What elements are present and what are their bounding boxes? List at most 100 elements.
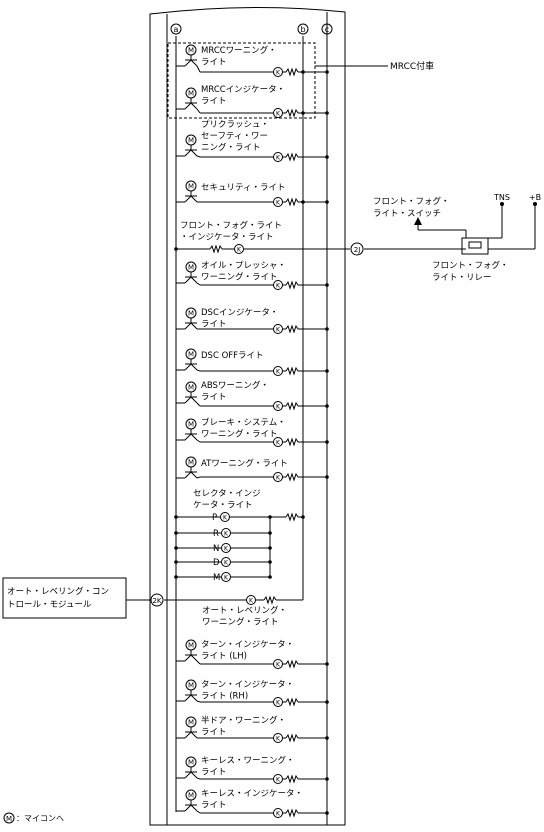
label-dsc-off-line-1: DSC OFFライト xyxy=(201,351,264,361)
svg-text:M: M xyxy=(188,351,194,359)
resistor-at-warning xyxy=(285,472,299,482)
fog-switch-label-1: フロント・フォグ・ xyxy=(373,196,450,207)
svg-text:M: M xyxy=(188,759,194,767)
mrcc-option-box xyxy=(167,42,316,119)
transistor-half-door xyxy=(184,727,198,739)
fog-relay-label-2: ライト・リレー xyxy=(432,273,492,283)
label-dsc-ind-line-1: DSCインジケータ・ xyxy=(201,308,278,318)
label-turn-rh-line-2: ライト (RH) xyxy=(201,692,248,702)
node-c-mrcc-warning xyxy=(325,70,329,74)
selector-letter-D: D xyxy=(213,558,220,568)
resistor-keyless-ind xyxy=(285,808,299,818)
light-row-dsc-off: M K DSC OFFライト xyxy=(176,348,329,376)
transistor-turn-lh xyxy=(184,650,198,662)
label-front-fog-ind-line-1: フロント・フォグ・ライト xyxy=(180,220,282,231)
svg-text:K: K xyxy=(224,560,229,567)
tns-terminal xyxy=(500,202,504,206)
node-c-keyless-warning xyxy=(325,777,329,781)
node-b-tap-2 xyxy=(301,111,305,115)
mrcc-note: MRCC付車 xyxy=(390,60,434,72)
selector-letter-P: P xyxy=(212,513,217,523)
fog-relay-symbol xyxy=(461,237,489,255)
resistor-precrash xyxy=(285,152,299,162)
resistor-abs-warning xyxy=(285,401,299,411)
svg-text:K: K xyxy=(224,546,229,553)
micom-symbol-dsc-off: M xyxy=(185,348,197,360)
micom-symbol-oil-pressure: M xyxy=(185,261,197,273)
node-c-turn-rh xyxy=(325,700,329,704)
label-selector-line-1: セレクタ・インジ xyxy=(193,489,261,499)
svg-text:M: M xyxy=(188,421,194,429)
lamp-half-door: K xyxy=(273,733,283,743)
label-keyless-ind-line-1: キーレス・インジケータ・ xyxy=(201,789,303,799)
label-turn-lh-line-2: ライト (LH) xyxy=(201,652,247,662)
transistor-mrcc-warning xyxy=(184,55,198,67)
micom-symbol-at-warning: M xyxy=(185,456,197,468)
lamp-keyless-ind: K xyxy=(273,808,283,818)
legend: M ：マイコンへ xyxy=(3,812,64,824)
resistor-auto-leveling-wl xyxy=(263,595,277,605)
svg-text:K: K xyxy=(276,70,281,77)
fog-relay-label-1: フロント・フォグ・ xyxy=(432,260,509,271)
micom-symbol-mrcc-indicator: M xyxy=(185,87,197,99)
svg-text:K: K xyxy=(224,531,229,538)
bus-b-label: b xyxy=(297,23,309,35)
label-abs-warning-line-2: ライト xyxy=(201,393,227,403)
connector-2j: 2J xyxy=(350,242,364,256)
svg-text:K: K xyxy=(276,475,281,482)
selector-row-P: KP xyxy=(174,512,305,523)
node-c-oil-pressure xyxy=(325,283,329,287)
micom-symbol-mrcc-warning: M xyxy=(185,44,197,56)
micom-symbol-brake-system: M xyxy=(185,418,197,430)
lamp-dsc-ind: K xyxy=(273,324,283,334)
resistor-oil-pressure xyxy=(285,280,299,290)
lamp-security: K xyxy=(273,197,283,207)
svg-text:：マイコンへ: ：マイコンへ xyxy=(16,814,64,823)
micom-symbol-security: M xyxy=(185,180,197,192)
label-precrash-line-2: セーフティ・ワー xyxy=(201,132,268,142)
lamp-turn-lh: K xyxy=(273,659,283,669)
svg-text:K: K xyxy=(276,662,281,669)
lamp-mrcc-warning: K xyxy=(273,67,283,77)
lamp-selector-M: K xyxy=(221,572,231,582)
node-c-precrash xyxy=(325,155,329,159)
connector-2k: 2K xyxy=(150,593,164,607)
bus-c-label: c xyxy=(321,23,333,35)
svg-text:K: K xyxy=(276,736,281,743)
fog-switch-label-2: ライト・スイッチ xyxy=(373,209,441,219)
svg-text:K: K xyxy=(276,327,281,334)
svg-text:c: c xyxy=(325,25,329,34)
label-half-door-line-2: ライト xyxy=(201,728,227,738)
svg-text:K: K xyxy=(276,369,281,376)
node-c-at-warning xyxy=(325,475,329,479)
lamp-mrcc-indicator: K xyxy=(273,108,283,118)
svg-text:b: b xyxy=(300,25,305,34)
micom-symbol-dsc-ind: M xyxy=(185,307,197,319)
selector-row-N: KN xyxy=(174,543,272,554)
lamp-precrash: K xyxy=(273,152,283,162)
svg-text:2K: 2K xyxy=(152,597,161,605)
svg-text:K: K xyxy=(276,811,281,818)
label-at-warning-line-1: ATワーニング・ライト xyxy=(201,458,288,469)
auto-level-module-box xyxy=(2,577,127,619)
micom-symbol-keyless-ind: M xyxy=(185,789,197,801)
node-c-abs-warning xyxy=(325,404,329,408)
fog-switch-arrow xyxy=(414,217,422,225)
svg-text:M: M xyxy=(188,90,194,98)
label-abs-warning-line-1: ABSワーニング・ xyxy=(201,380,269,391)
resistor-half-door xyxy=(285,733,299,743)
node-a-selector-D xyxy=(174,560,178,564)
micom-symbol-precrash: M xyxy=(185,134,197,146)
label-auto-leveling-wl-line-1: オート・レベリング・ xyxy=(202,605,287,616)
resistor-selector xyxy=(285,512,299,522)
label-mrcc-warning-line-1: MRCCワーニング・ xyxy=(201,45,277,56)
svg-text:K: K xyxy=(276,777,281,784)
node-c-dsc-off xyxy=(325,369,329,373)
lamp-selector-R: K xyxy=(221,528,231,538)
bus-a-label: a xyxy=(170,23,182,35)
